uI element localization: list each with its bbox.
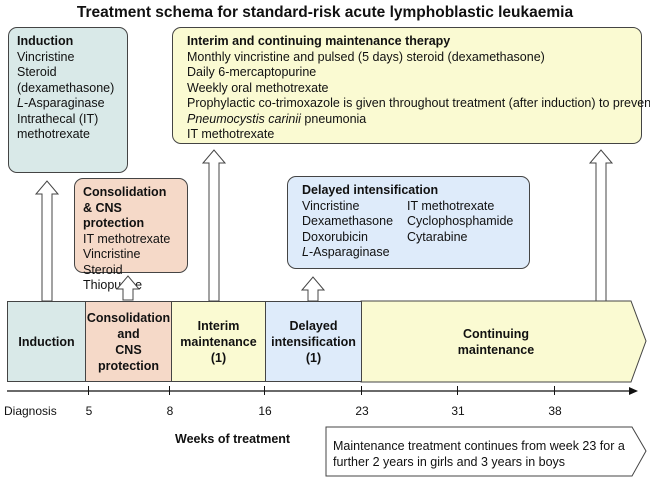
l-prefix: L	[302, 245, 309, 259]
diagram-title: Treatment schema for standard-risk acute…	[76, 4, 574, 21]
delayed-up-arrow	[300, 276, 326, 302]
tick-label-23: 23	[355, 404, 369, 418]
delayed-drug-5: IT methotrexate	[407, 198, 495, 213]
tick-week-38	[554, 386, 555, 395]
phase-induction-label: Induction	[18, 334, 75, 349]
maintenance-line-6: IT methotrexate	[187, 127, 275, 141]
tick-week-31	[457, 386, 458, 395]
tick-label-8: 8	[166, 404, 174, 418]
delayed-box-heading: Delayed intensification	[302, 183, 439, 197]
continuing-up-arrow	[588, 149, 614, 302]
tick-week-5	[88, 386, 89, 395]
delayed-drug-column-1: Vincristine Dexamethasone Doxorubicin L-…	[302, 199, 393, 261]
consolidation-up-arrow	[115, 275, 141, 301]
consolidation-drug-2: Vincristine	[83, 247, 141, 261]
induction-drug-3: (dexamethasone)	[17, 80, 115, 95]
induction-up-arrow	[34, 180, 60, 302]
diagnosis-label: Diagnosis	[4, 404, 57, 418]
delayed-drug-6: Cyclophosphamide	[407, 214, 514, 228]
consolidation-box-heading-1: Consolidation	[83, 185, 167, 199]
delayed-drug-2: Dexamethasone	[302, 214, 394, 228]
maintenance-line-3: Weekly oral methotrexate	[187, 80, 329, 95]
maintenance-line-5: Pneumocystis carinii pneumonia	[187, 112, 633, 128]
induction-drug-1: Vincristine	[17, 49, 75, 64]
tick-label-38: 38	[548, 404, 562, 418]
note-box	[325, 426, 647, 477]
delayed-drug-3: Doxorubicin	[302, 229, 369, 244]
delayed-drug-column-2: IT methotrexate Cyclophosphamide Cytarab…	[407, 199, 513, 261]
maintenance-line-2: Daily 6-mercaptopurine	[187, 65, 317, 79]
delayed-intensification-box: Delayed intensification Vincristine Dexa…	[287, 176, 530, 269]
tick-week-16	[264, 386, 265, 395]
maintenance-line-4: Prophylactic co-trimoxazole is given thr…	[187, 96, 650, 110]
consolidation-box-heading-2: & CNS protection	[83, 200, 145, 231]
phase-delayed-label: Delayed intensification (1)	[271, 318, 356, 365]
phase-delayed-intensification: Delayed intensification (1)	[265, 301, 362, 382]
phase-consolidation: Consolidation and CNS protection	[85, 301, 172, 382]
induction-drug-6: methotrexate	[17, 127, 90, 141]
x-axis-label: Weeks of treatment	[175, 432, 291, 446]
induction-drug-4-text: -Asparaginase	[23, 96, 105, 110]
tick-week-8	[169, 386, 170, 395]
phase-consolidation-label: Consolidation and CNS protection	[86, 310, 171, 373]
consolidation-drug-3: Steroid	[83, 262, 123, 277]
pneumonia-text: pneumonia	[300, 111, 367, 126]
phase-interim-maintenance: Interim maintenance (1)	[171, 301, 266, 382]
delayed-drug-7: Cytarabine	[407, 229, 468, 244]
delayed-drug-1: Vincristine	[302, 198, 360, 213]
tick-label-5: 5	[85, 404, 93, 418]
time-axis-arrowhead	[629, 387, 638, 395]
maintenance-box-heading: Interim and continuing maintenance thera…	[187, 34, 451, 48]
tick-label-31: 31	[451, 404, 465, 418]
delayed-drug-4-text: -Asparaginase	[308, 245, 390, 259]
pneumocystis-italic: Pneumocystis carinii	[187, 111, 301, 126]
tick-week-23	[361, 386, 362, 395]
l-prefix: L	[17, 96, 24, 110]
delayed-drug-columns: Vincristine Dexamethasone Doxorubicin L-…	[302, 199, 521, 261]
phase-induction: Induction	[7, 301, 86, 382]
induction-drug-5: Intrathecal (IT)	[17, 111, 99, 126]
consolidation-drug-1: IT methotrexate	[83, 231, 171, 246]
tick-label-16: 16	[258, 404, 272, 418]
phase-interim-label: Interim maintenance (1)	[180, 318, 257, 365]
maintenance-line-1: Monthly vincristine and pulsed (5 days) …	[187, 49, 545, 64]
phase-continuing-label: Continuing maintenance	[457, 326, 535, 357]
delayed-drug-4: L-Asparaginase	[302, 245, 393, 261]
induction-drug-4: L-Asparaginase	[17, 96, 119, 112]
consolidation-drug-box: Consolidation & CNS protection IT methot…	[74, 178, 188, 292]
maintenance-therapy-box: Interim and continuing maintenance thera…	[172, 27, 650, 144]
maintenance-note-text: Maintenance treatment continues from wee…	[333, 439, 625, 469]
induction-drug-2: Steroid	[17, 65, 57, 79]
induction-box-heading: Induction	[17, 34, 74, 48]
induction-drug-box: Induction Vincristine Steroid (dexametha…	[8, 27, 128, 173]
interim-up-arrow	[201, 149, 227, 302]
